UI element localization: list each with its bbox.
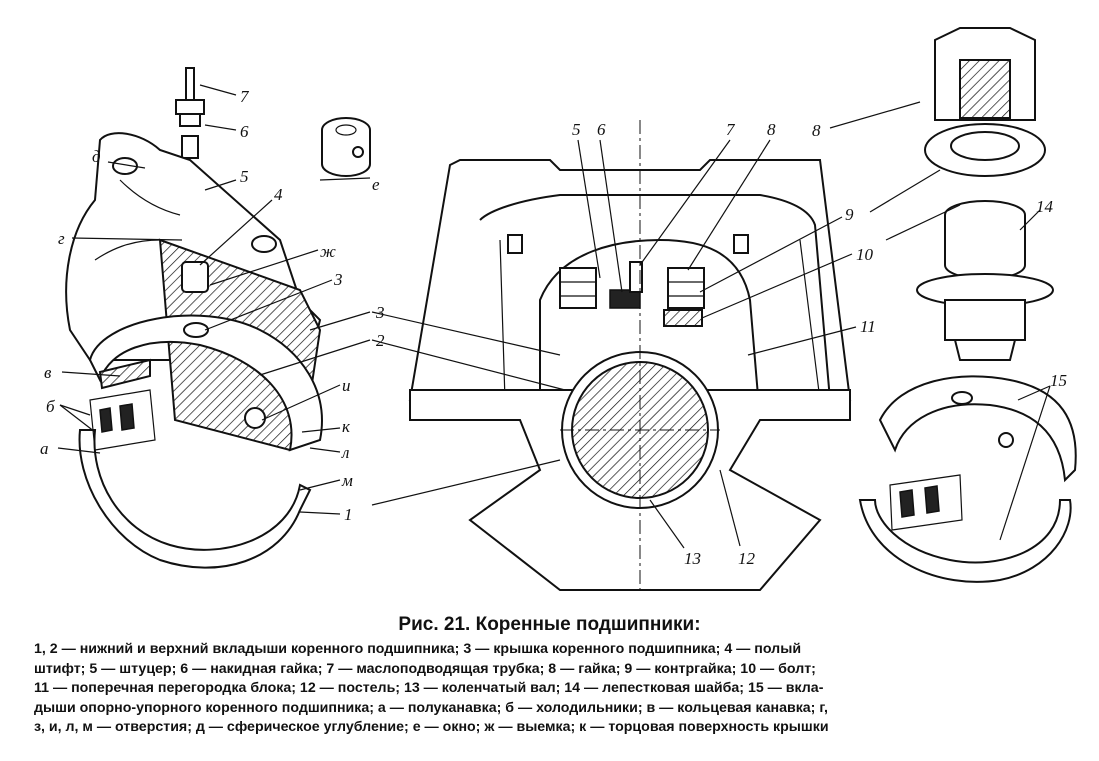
label-zh: ж [320,242,336,261]
label-b: б [46,397,55,416]
label-m: м [341,471,353,490]
figure-caption-body: 1, 2 — нижний и верхний вкладыши коренно… [34,640,1074,738]
label-15: 15 [1050,371,1067,390]
thrust-liners [858,375,1077,583]
left-assembly [65,67,371,569]
callout-labels: 7 6 5 4 е д г ж 3 3 2 в б а и к л м 1 5 … [40,87,1067,568]
label-g: г [58,229,65,248]
label-4: 4 [274,185,283,204]
label-12: 12 [738,549,756,568]
bolt-and-washer [916,200,1054,361]
right-assembly [858,27,1077,583]
label-2: 2 [376,331,385,350]
label-8b: 8 [812,121,821,140]
label-7b: 7 [726,120,736,139]
label-i: и [342,376,351,395]
label-11: 11 [860,317,876,336]
nut-and-locknut [924,27,1046,177]
label-9: 9 [845,205,854,224]
label-a: а [40,439,49,458]
label-3a: 3 [333,270,343,289]
caption-line: 1, 2 — нижний и верхний вкладыши коренно… [34,641,802,657]
label-v: в [44,363,52,382]
leader-lines [57,84,1051,549]
hollow-pin [181,261,209,293]
label-6b: 6 [597,120,606,139]
label-1: 1 [344,505,353,524]
caption-line: з, и, л, м — отверстия; д — сферическое … [34,719,829,736]
window-sleeve [321,117,371,177]
label-14: 14 [1036,197,1054,216]
label-d: д [92,147,101,166]
label-5a: 5 [240,167,249,186]
caption-line: штифт; 5 — штуцер; 6 — накидная гайка; 7… [34,660,816,677]
label-8a: 8 [767,120,776,139]
label-6a: 6 [240,122,249,141]
label-l: л [341,443,349,462]
center-assembly [408,120,852,591]
bearing-drawing: 7 6 5 4 е д г ж 3 3 2 в б а и к л м 1 5 … [40,27,1077,591]
label-e: е [372,175,380,194]
label-13: 13 [684,549,701,568]
label-3b: 3 [375,303,385,322]
bearing-liners [78,314,323,569]
caption-line: дыши опорно-упорного коренного подшипник… [34,699,828,716]
label-10: 10 [856,245,874,264]
caption-line: 11 — поперечная перегородка блока; 12 — … [34,680,824,697]
figure-caption-title: Рис. 21. Коренные подшипники: [398,614,701,635]
label-k: к [342,417,351,436]
label-7a: 7 [240,87,250,106]
label-5b: 5 [572,120,581,139]
